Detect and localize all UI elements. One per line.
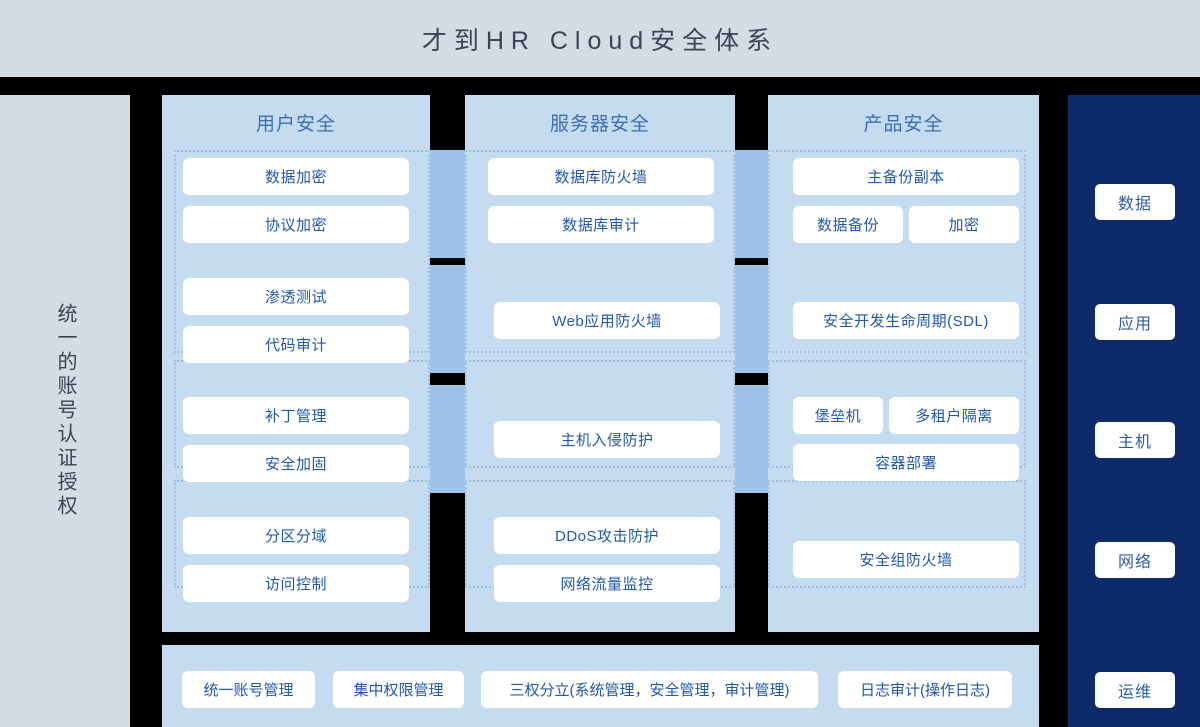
column-header-server-security: 服务器安全 [549,114,650,135]
column-header-user-security: 用户安全 [255,114,336,135]
left-sidebar-label: 统一的账号认证授权 [54,303,76,519]
right-sidebar: 数据 应用 主机 网络 运维 [1068,95,1200,727]
item-box[interactable]: 代码审计 [183,326,409,363]
column-server-security: 服务器安全 数据库防火墙 数据库审计 Web应用防火墙 主机入侵防护 DDoS攻… [465,95,735,632]
item-box[interactable]: 数据库防火墙 [488,158,714,195]
right-chip-host[interactable]: 主机 [1095,422,1175,458]
column-product-security: 产品安全 主备份副本 数据备份 加密 安全开发生命周期(SDL) 堡垒机 多租户… [768,95,1039,632]
item-box[interactable]: 加密 [909,206,1019,243]
dotted-group-server-2 [465,360,735,468]
dotted-group-product-1 [768,150,1026,353]
item-box[interactable]: 主机入侵防护 [494,421,720,458]
item-box[interactable]: 访问控制 [183,565,409,602]
right-chip-app[interactable]: 应用 [1095,304,1175,340]
dotted-group-server-1 [465,150,735,353]
page-title: 才到HR Cloud安全体系 [421,26,779,55]
item-box[interactable]: 数据备份 [793,206,903,243]
connector-bar-g1-row1 [430,150,465,258]
dotted-group-product-3 [768,480,1026,588]
item-box[interactable]: 容器部署 [793,444,1019,481]
item-box[interactable]: 分区分域 [183,517,409,554]
item-box[interactable]: 协议加密 [183,206,409,243]
item-box[interactable]: 安全组防火墙 [793,541,1019,578]
column-user-security: 用户安全 数据加密 协议加密 渗透测试 代码审计 补丁管理 安全加固 分区分域 … [162,95,430,632]
bottom-chip-central-auth[interactable]: 集中权限管理 [333,671,464,708]
connector-bar-g2-row2 [735,265,768,373]
item-box[interactable]: 渗透测试 [183,278,409,315]
right-chip-data[interactable]: 数据 [1095,184,1175,220]
bottom-chip-log-audit[interactable]: 日志审计(操作日志) [838,671,1012,708]
title-band: 才到HR Cloud安全体系 [0,0,1200,77]
item-box[interactable]: DDoS攻击防护 [494,517,720,554]
bottom-chip-unified-account[interactable]: 统一账号管理 [182,671,315,708]
item-box[interactable]: 网络流量监控 [494,565,720,602]
right-chip-ops[interactable]: 运维 [1095,672,1175,708]
item-box[interactable]: 补丁管理 [183,397,409,434]
right-chip-network[interactable]: 网络 [1095,542,1175,578]
connector-bar-g1-row3 [430,385,465,493]
connector-bar-g2-row3 [735,385,768,493]
item-box[interactable]: 数据库审计 [488,206,714,243]
connector-bar-g1-row2 [430,265,465,373]
connector-bar-g2-row1 [735,150,768,258]
item-box[interactable]: Web应用防火墙 [494,302,720,339]
left-sidebar: 统一的账号认证授权 [0,95,130,727]
column-header-product-security: 产品安全 [863,114,944,135]
item-box[interactable]: 安全开发生命周期(SDL) [793,302,1019,339]
item-box[interactable]: 安全加固 [183,445,409,482]
item-box[interactable]: 多租户隔离 [889,397,1019,434]
item-box[interactable]: 堡垒机 [793,397,883,434]
item-box[interactable]: 主备份副本 [793,158,1019,195]
item-box[interactable]: 数据加密 [183,158,409,195]
bottom-chip-separation-duties[interactable]: 三权分立(系统管理，安全管理，审计管理) [481,671,818,708]
